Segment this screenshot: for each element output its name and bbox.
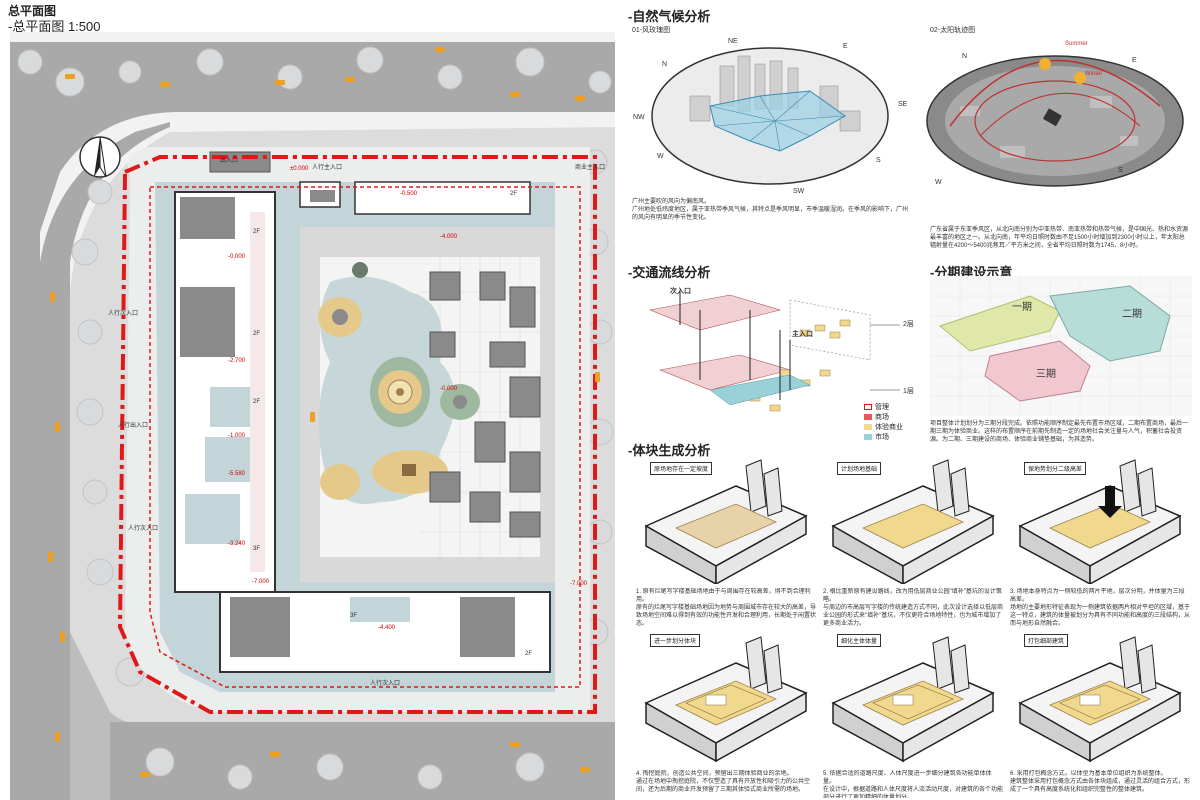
bottom-building <box>219 591 551 673</box>
sun-path-label: 02-太阳轨迹图 <box>930 27 976 34</box>
site-plan <box>10 32 615 800</box>
massing-step-caption: 2. 根比重新原有建设路线，改为用低层商业公园"填补"基坑的设计策略。 与周边的… <box>823 589 1003 627</box>
massing-step-tag: 保地势划分二级高差 <box>1024 462 1087 475</box>
elevation-label: -7.000 <box>252 579 270 585</box>
phases-diagram <box>930 276 1192 416</box>
traffic-legend: 管理 商场 体验商业 市场 <box>864 402 903 442</box>
legend-item: 市场 <box>864 432 903 442</box>
wind-direction: E <box>843 43 848 50</box>
shop-entry-label: 商业主入口 <box>575 165 606 171</box>
legend-swatch <box>864 414 872 420</box>
floor-1-label: 1层 <box>903 388 914 395</box>
phase-3-label: 三期 <box>1036 369 1056 380</box>
legend-swatch <box>864 434 872 440</box>
wind-direction: NW <box>633 114 645 121</box>
massing-step-caption: 5. 依据合适的道路尺度、人体尺度进一步细分建筑各功能单体体量。 在设计中，根据… <box>823 771 1003 798</box>
side-entry-3-label: 人行次入口 <box>128 526 159 532</box>
legend-item: 商场 <box>864 412 903 422</box>
wind-rose-label: 01-风玫瑰图 <box>632 27 671 34</box>
phases-description: 项目整体计划划分为三期分段完成。依照功能顺序制定最先布置市场区域，二期布置商场，… <box>930 421 1189 443</box>
massing-step-tag: 进一步划分体块 <box>650 634 701 647</box>
vehicle-entry-label: 出入口 <box>220 158 239 164</box>
massing-step-diagram <box>1018 459 1182 584</box>
bottom-entry-label: 人行次入口 <box>370 681 401 687</box>
sun-direction: E <box>1132 57 1137 64</box>
site-plan-subtitle: -总平面图 1:500 <box>8 19 101 34</box>
wind-direction: W <box>657 153 664 160</box>
massing-step-tag: 计划场地基础 <box>837 462 882 475</box>
elevation-label: -1.000 <box>228 433 246 439</box>
elevation-label: ±0.000 <box>290 166 309 172</box>
massing-step-diagram <box>644 636 808 763</box>
wind-direction: N <box>662 61 668 68</box>
massing-step-diagram <box>831 459 995 584</box>
main-entry-label: 主入口 <box>792 331 813 338</box>
legend-swatch <box>864 404 872 410</box>
legend-item: 管理 <box>864 402 903 412</box>
elevation-label: -5.580 <box>228 471 246 477</box>
floor-label: 2F <box>525 651 533 657</box>
legend-item: 体验商业 <box>864 422 903 432</box>
massing-step-caption: 1. 原有烂尾写字楼基础场地由于与周围存在较高差，得不到合理利用。 原有的烂尾写… <box>636 589 816 627</box>
side-entry-2-label: 人行出入口 <box>118 423 149 429</box>
sun-direction: W <box>935 179 942 186</box>
sun-path-winter-label: Winter <box>1085 71 1103 77</box>
massing-step-diagram <box>644 459 808 584</box>
sun-direction: N <box>962 53 968 60</box>
wind-direction: SW <box>793 188 805 195</box>
wind-direction: NE <box>728 38 738 45</box>
phase-3-area <box>984 340 1091 402</box>
massing-step-caption: 6. 采用打包概念方式，以体型为基本单位组织为系统整体。 建筑整体采用打包概念方… <box>1010 771 1190 793</box>
north-arrow-icon <box>79 136 121 178</box>
page-title: 总平面图 <box>8 4 57 18</box>
phase-1-label: 一期 <box>1012 302 1032 313</box>
massing-step-diagram <box>1018 636 1182 763</box>
elevation-label: -2.700 <box>228 358 246 364</box>
massing-step-tag: 细化主体体量 <box>837 634 882 647</box>
massing-step-tag: 打包细部建筑 <box>1024 634 1069 647</box>
elevation-label: -0.000 <box>440 386 458 392</box>
elevation-label: -0.500 <box>400 191 418 197</box>
floor-label: 3F <box>253 546 261 552</box>
massing-step-caption: 3. 场地本身特点为一侧较低的两片平地，层次分明，并体量为三段高差。 场地的主要… <box>1010 589 1190 627</box>
elevation-label: -3.240 <box>228 541 246 547</box>
sun-description: 广东省属于东亚季风区，从北向南分别为中亚热带、南亚热带和热带气候，是中国光、热和… <box>930 227 1189 249</box>
massing-step-caption: 4. 掏挖庭院，创造公共空间，预留出三期体验商业的余地。 通过在场地中掏挖庭院，… <box>636 771 811 793</box>
phase-1-area <box>938 295 1061 352</box>
phase-2-label: 二期 <box>1122 309 1142 320</box>
west-building <box>174 191 276 593</box>
floor-label: 2F <box>253 399 261 405</box>
traffic-flow-diagram <box>648 290 900 412</box>
floor-label: 3F <box>350 613 358 619</box>
side-entry-1-label: 人行次入口 <box>108 311 139 317</box>
road <box>10 42 615 800</box>
elevation-label: -0.000 <box>228 254 246 260</box>
wind-rose-diagram <box>651 47 889 185</box>
sun-path-summer-label: Summer <box>1065 41 1088 47</box>
elevation-label: -4.400 <box>378 625 396 631</box>
person-entry-top-label: 人行主入口 <box>312 165 343 171</box>
elevation-label: -4.000 <box>440 234 458 240</box>
elevation-label: -7.000 <box>570 581 588 587</box>
traffic-title: -交通流线分析 <box>628 265 711 280</box>
site-boundary <box>117 155 597 714</box>
phase-2-area <box>1049 285 1171 362</box>
sun-path-diagram <box>926 55 1184 187</box>
wind-direction: SE <box>898 101 908 108</box>
massing-title: -体块生成分析 <box>628 443 711 458</box>
road <box>40 122 170 800</box>
climate-title: -自然气候分析 <box>628 9 711 24</box>
floor-2-label: 2层 <box>903 321 914 328</box>
floor-label: 2F <box>253 331 261 337</box>
massing-step-tag: 原场地存在一定坡度 <box>650 462 713 475</box>
sun-direction: S <box>1118 167 1123 174</box>
massing-step-diagram <box>831 636 995 763</box>
wind-direction: S <box>876 157 881 164</box>
wind-description: 广州主要吹的风向为偏南风。 广州地处低纬度地区，属于亚热带季风气候，其特点是季风… <box>632 199 909 221</box>
legend-swatch <box>864 424 872 430</box>
floor-label: 2F <box>510 191 518 197</box>
secondary-entry-label: 次入口 <box>670 288 691 295</box>
floor-label: 2F <box>253 229 261 235</box>
